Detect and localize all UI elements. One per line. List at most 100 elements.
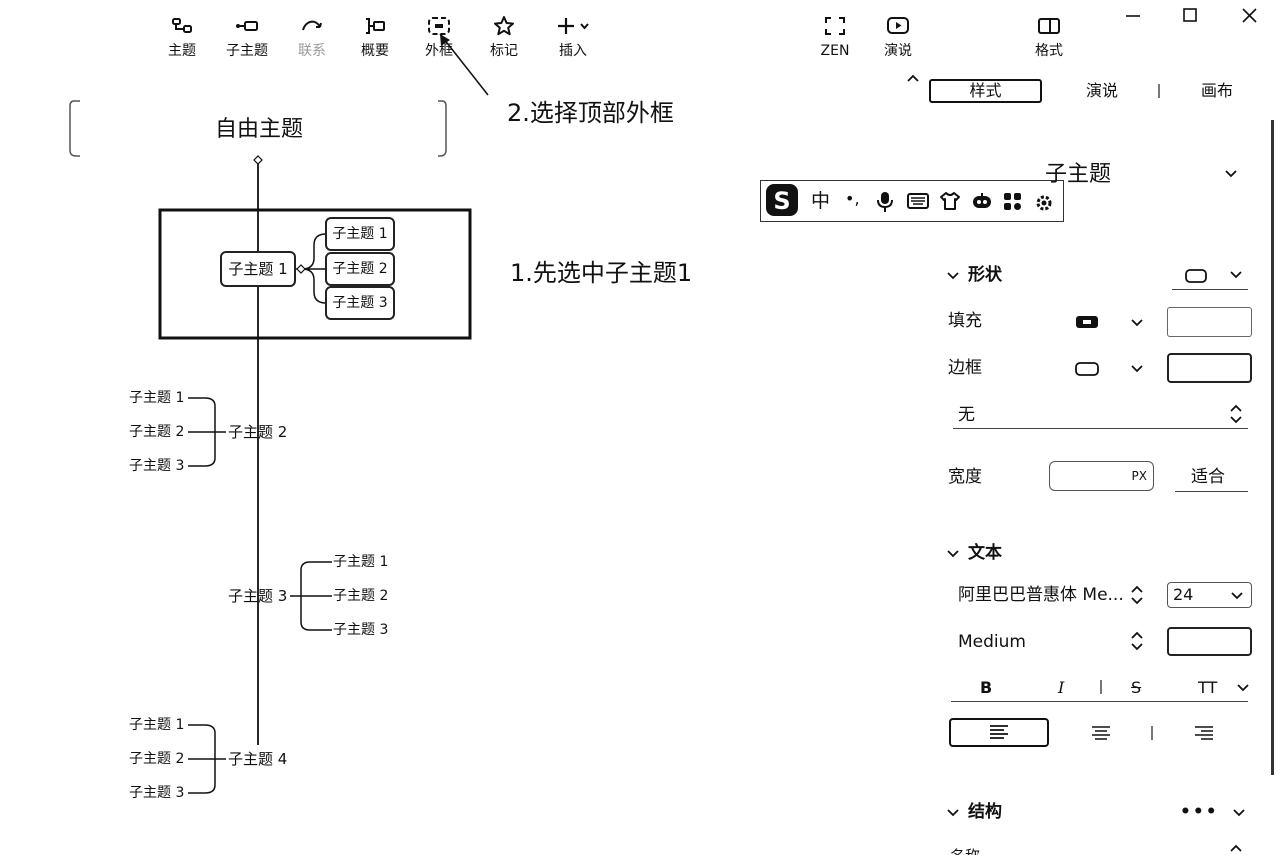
section-chevron-icon[interactable] (946, 268, 960, 282)
settings-icon[interactable] (1033, 191, 1055, 213)
align-left-button[interactable] (949, 718, 1049, 747)
line-style-value[interactable]: 无 (958, 405, 975, 425)
marker-button[interactable]: 标记 (473, 8, 535, 64)
branch-3-subtopic-3[interactable]: 子主题 3 (333, 622, 389, 638)
topic-button[interactable]: 主题 (151, 8, 213, 64)
italic-button[interactable]: I (1058, 678, 1065, 697)
width-label: 宽度 (948, 467, 982, 487)
ime-mode[interactable]: 中 (811, 190, 831, 212)
fit-button[interactable]: 适合 (1191, 467, 1225, 487)
relationship-button[interactable]: 联系 (281, 8, 343, 64)
zen-button[interactable]: ZEN (804, 8, 866, 64)
branch-2-subtopic-1[interactable]: 子主题 1 (129, 390, 185, 406)
section-structure-title: 结构 (968, 802, 1002, 822)
border-chevron-icon[interactable] (1130, 361, 1144, 375)
fill-label: 填充 (948, 311, 982, 331)
text-color-swatch[interactable] (1167, 627, 1252, 656)
branch-4-subtopic-1[interactable]: 子主题 1 (129, 717, 185, 733)
line-style-underline (953, 428, 1248, 429)
fill-shape-icon[interactable] (1074, 313, 1102, 331)
align-divider (1151, 726, 1153, 740)
insert-button[interactable]: 插入 (542, 8, 604, 64)
microphone-icon[interactable] (875, 191, 895, 213)
border-label: 边框 (948, 358, 982, 378)
branch-4-subtopic-2[interactable]: 子主题 2 (129, 751, 185, 767)
branch-1-subtopic-2[interactable]: 子主题 2 (325, 252, 395, 286)
font-family-updown-icon[interactable] (1129, 584, 1145, 606)
scrollbar[interactable] (1271, 120, 1274, 775)
topic-label: 主题 (168, 43, 196, 59)
case-chevron-icon[interactable] (1236, 680, 1250, 694)
structure-updown-icon[interactable] (1228, 843, 1244, 855)
annotation-step-2: 2.选择顶部外框 (507, 99, 674, 127)
bold-button[interactable]: B (980, 678, 993, 697)
format-button[interactable]: 格式 (1018, 8, 1080, 64)
branch-1-subtopic-3[interactable]: 子主题 3 (325, 286, 395, 320)
fullscreen-icon (823, 15, 847, 37)
subtopic-button[interactable]: 子主题 (216, 8, 278, 64)
updown-chevron-icon[interactable] (1228, 403, 1244, 425)
marker-label: 标记 (490, 43, 518, 59)
align-center-icon[interactable] (1090, 724, 1112, 742)
structure-next-row: 名称 (950, 843, 980, 855)
branch-topic-3[interactable]: 子主题 3 (228, 587, 288, 605)
text-section-chevron-icon[interactable] (946, 546, 960, 560)
tab-style[interactable]: 样式 (929, 79, 1042, 103)
structure-more-button[interactable]: ••• (1180, 802, 1219, 822)
tab-present[interactable]: 演说 (1085, 81, 1118, 100)
font-family-value[interactable]: 阿里巴巴普惠体 Me... (958, 585, 1124, 605)
style-select-value[interactable]: 子主题 (1045, 162, 1112, 187)
relationship-icon (300, 15, 324, 37)
align-right-icon[interactable] (1193, 724, 1215, 742)
annotation-step-1: 1.先选中子主题1 (510, 259, 693, 287)
structure-chevron-icon[interactable] (946, 805, 960, 819)
keyboard-icon[interactable] (907, 192, 929, 210)
format-label: 格式 (1035, 43, 1063, 59)
branch-4-subtopic-3[interactable]: 子主题 3 (129, 785, 185, 801)
summary-button[interactable]: 概要 (344, 8, 406, 64)
branch-2-subtopic-2[interactable]: 子主题 2 (129, 424, 185, 440)
minimize-button[interactable] (1113, 4, 1153, 30)
font-size-select[interactable]: 24 (1167, 582, 1252, 608)
border-color-swatch[interactable] (1167, 353, 1252, 383)
root-topic[interactable]: 自由主题 (80, 101, 438, 157)
star-icon (492, 15, 516, 37)
font-size-value: 24 (1173, 585, 1194, 604)
fill-chevron-icon[interactable] (1130, 315, 1144, 329)
collapse-caret-icon[interactable] (905, 72, 921, 84)
grid-menu-icon[interactable] (1003, 192, 1023, 212)
branch-topic-4[interactable]: 子主题 4 (228, 750, 288, 768)
present-button[interactable]: 演说 (867, 8, 929, 64)
boundary-icon (427, 15, 451, 37)
branch-3-subtopic-1[interactable]: 子主题 1 (333, 554, 389, 570)
subtopic-label: 子主题 (226, 43, 268, 59)
font-weight-value[interactable]: Medium (958, 632, 1026, 652)
ime-toolbar[interactable]: S 中 •, (760, 180, 1064, 222)
ime-punct[interactable]: •, (845, 189, 860, 208)
insert-label: 插入 (559, 43, 587, 59)
strike-button[interactable]: S (1131, 678, 1142, 697)
fit-underline (1175, 491, 1248, 492)
chevron-down-icon[interactable] (1223, 166, 1239, 180)
tab-canvas[interactable]: 画布 (1200, 81, 1233, 100)
subtopic-icon (235, 15, 259, 37)
branch-1-subtopic-1[interactable]: 子主题 1 (325, 217, 395, 251)
structure-dropdown-icon[interactable] (1232, 805, 1246, 819)
width-input[interactable]: PX (1049, 461, 1154, 491)
shape-select[interactable] (1172, 264, 1248, 290)
fill-color-swatch[interactable] (1167, 307, 1252, 337)
skin-icon[interactable] (939, 191, 961, 211)
boundary-button[interactable]: 外框 (408, 8, 470, 64)
font-size-chevron-icon (1230, 588, 1244, 602)
font-weight-updown-icon[interactable] (1129, 630, 1145, 652)
branch-topic-1[interactable]: 子主题 1 (220, 251, 296, 287)
branch-topic-2[interactable]: 子主题 2 (228, 423, 288, 441)
text-divider (1100, 680, 1102, 694)
robot-icon[interactable] (971, 192, 993, 210)
maximize-button[interactable] (1170, 4, 1210, 30)
border-shape-icon[interactable] (1074, 360, 1102, 378)
close-button[interactable] (1230, 4, 1270, 30)
branch-3-subtopic-2[interactable]: 子主题 2 (333, 588, 389, 604)
branch-2-subtopic-3[interactable]: 子主题 3 (129, 458, 185, 474)
case-button[interactable]: TT (1198, 678, 1218, 697)
